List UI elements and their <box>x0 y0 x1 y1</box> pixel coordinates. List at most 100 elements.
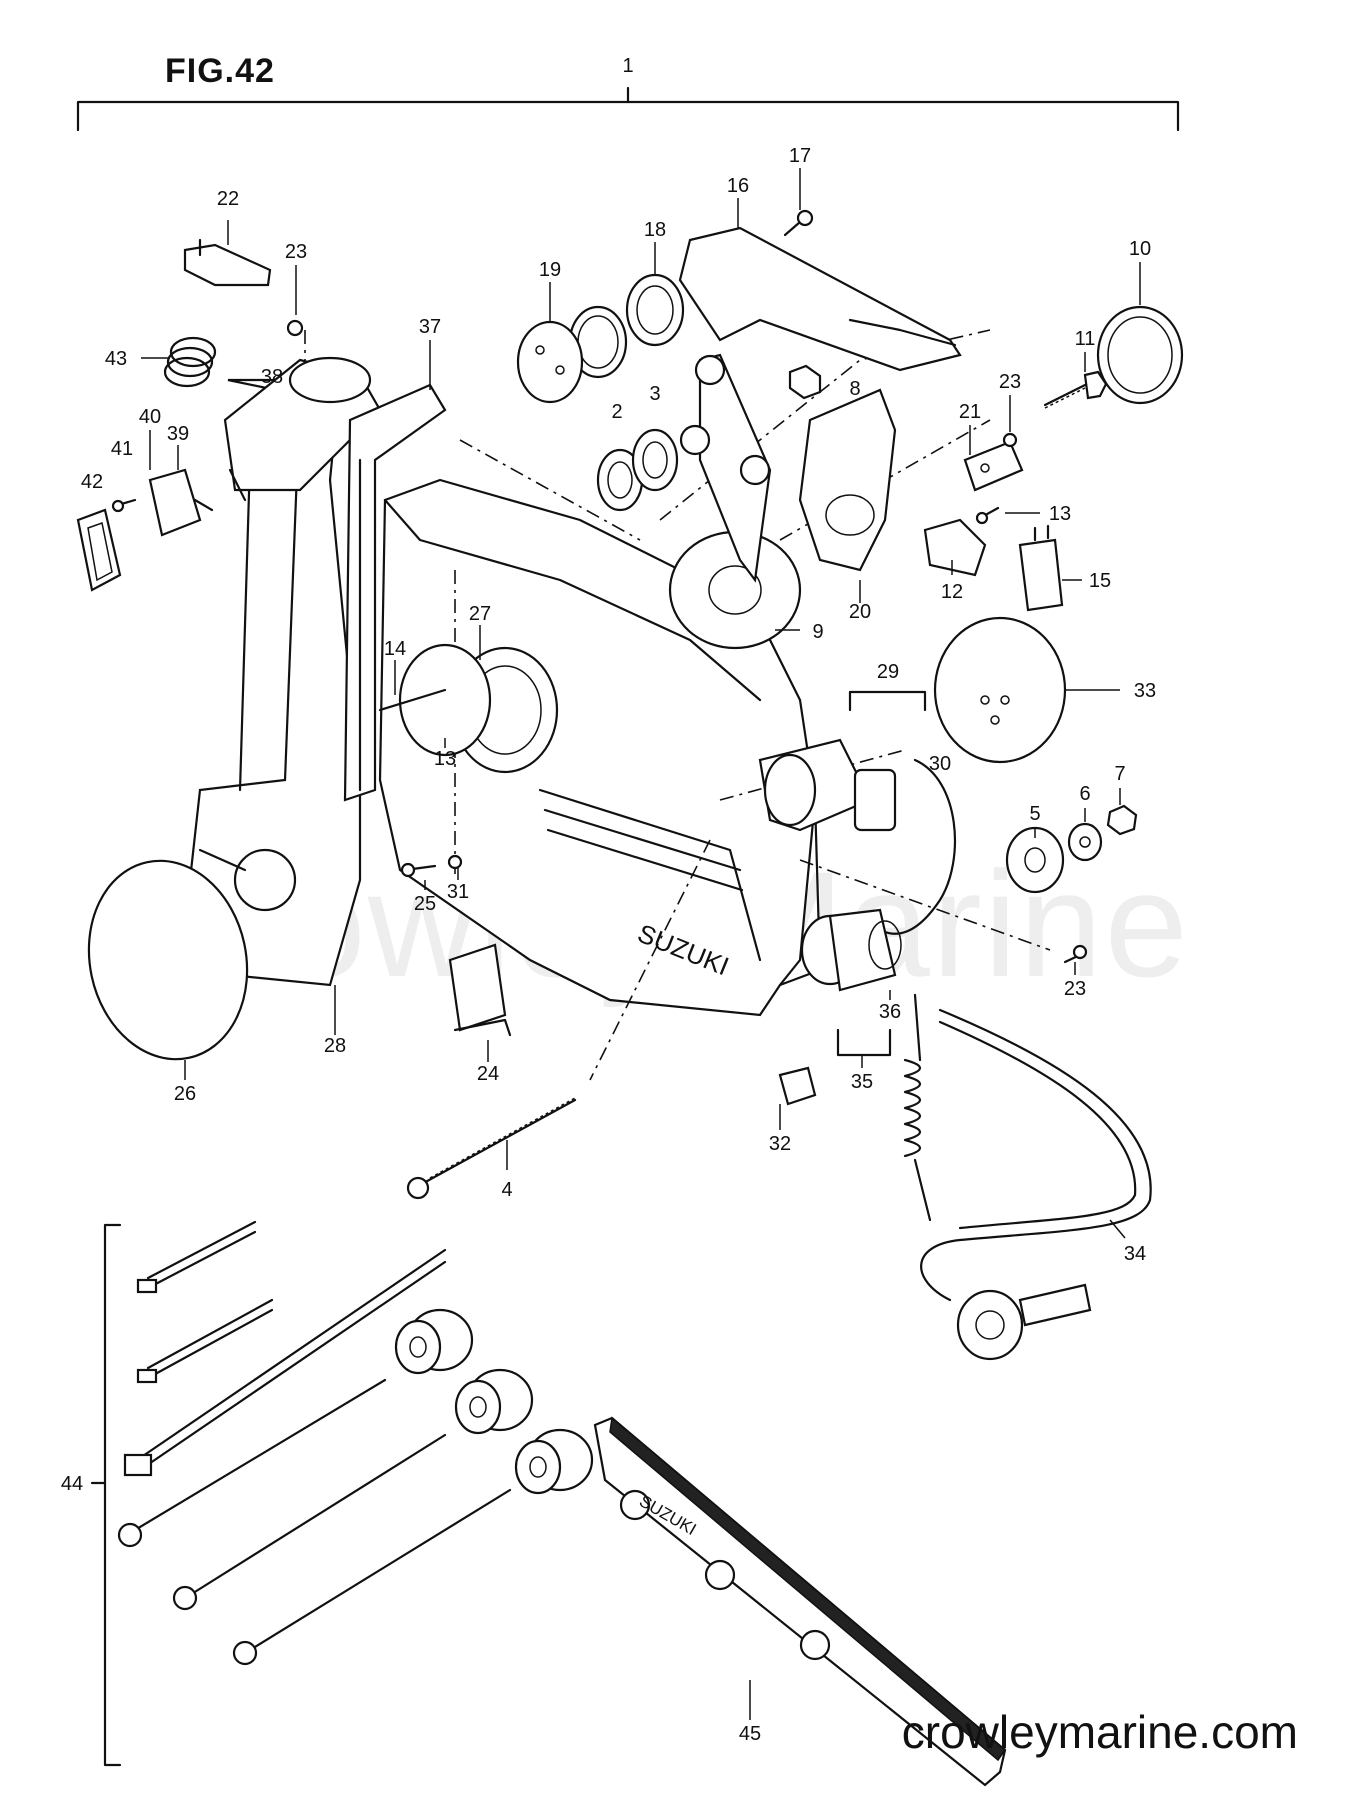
bolt-17 <box>783 209 814 237</box>
washer-18 <box>625 273 685 347</box>
callout-37: 37 <box>419 316 441 338</box>
link-arm <box>679 353 772 583</box>
cord-30 <box>878 758 956 935</box>
mount-bolt-3 <box>232 1488 512 1666</box>
nut-8 <box>788 364 822 400</box>
callout-36: 36 <box>879 1001 901 1023</box>
figure-title: FIG.42 <box>165 52 275 90</box>
washer-31 <box>447 854 463 870</box>
callout-24: 24 <box>477 1063 499 1085</box>
switch-15 <box>1018 524 1064 612</box>
callout-33: 33 <box>1134 680 1156 702</box>
spacer-1 <box>394 1308 474 1375</box>
plate-45: SUZUKI <box>593 1416 1007 1787</box>
screw-23-right <box>1063 944 1088 964</box>
lever-grip <box>223 356 382 502</box>
bracket-44 <box>103 1223 122 1767</box>
screw-25 <box>400 862 437 878</box>
callout-17: 17 <box>789 145 811 167</box>
spacer-3 <box>514 1428 594 1495</box>
callout-8: 8 <box>849 378 860 400</box>
cover-33 <box>933 616 1067 764</box>
spring-43 <box>163 336 217 388</box>
bracket-35-group <box>836 1028 892 1057</box>
callout-13-right: 13 <box>1049 503 1071 525</box>
callout-43: 43 <box>105 348 127 370</box>
bracket-24 <box>448 943 512 1037</box>
callout-14: 14 <box>384 638 406 660</box>
bracket-21 <box>963 440 1024 492</box>
clip-12 <box>923 518 987 577</box>
throttle-arm-20 <box>798 388 897 572</box>
bushing-3 <box>631 428 679 492</box>
callout-38: 38 <box>261 366 283 388</box>
mount-bolt-2 <box>172 1433 447 1611</box>
washer-23-left <box>286 319 304 337</box>
callout-18: 18 <box>644 219 666 241</box>
callout-11: 11 <box>1075 328 1096 350</box>
callout-23-left: 23 <box>285 241 307 263</box>
callout-12: 12 <box>941 581 963 603</box>
shift-pulley <box>378 643 559 774</box>
callout-22: 22 <box>217 188 239 210</box>
spacer-2 <box>454 1368 534 1435</box>
cable-tie-2 <box>136 1298 274 1384</box>
callout-23-top: 23 <box>999 371 1021 393</box>
callout-44: 44 <box>61 1473 83 1495</box>
assembly-bracket <box>76 86 1180 132</box>
throttle-handle-16 <box>678 226 962 372</box>
lanyard-coil <box>903 993 932 1222</box>
callout-42: 42 <box>81 471 103 493</box>
end-cover <box>87 848 249 1061</box>
cable-tie-1 <box>136 1220 257 1294</box>
callout-20: 20 <box>849 601 871 623</box>
knob-22 <box>183 238 272 287</box>
callout-23-bottom: 23 <box>1064 978 1086 1000</box>
bracket-29-group <box>848 690 927 712</box>
callout-labels: 1 2 3 4 5 6 7 8 9 10 11 12 13 13 14 15 1… <box>61 55 1156 1745</box>
website-text: crowleymarine.com <box>901 1706 1298 1758</box>
callout-21: 21 <box>959 401 981 423</box>
handle-arm <box>188 378 362 987</box>
callout-39: 39 <box>167 423 189 445</box>
callout-13-left: 13 <box>434 748 456 770</box>
callout-40: 40 <box>139 406 161 428</box>
connector-29 <box>758 738 897 832</box>
callout-19: 19 <box>539 259 561 281</box>
callout-27: 27 <box>469 603 491 625</box>
callout-3: 3 <box>649 383 660 405</box>
leader-lines <box>141 168 1141 1720</box>
long-screw-4 <box>406 1097 577 1200</box>
callout-31: 31 <box>447 881 469 903</box>
switch-35 <box>800 908 902 992</box>
callout-28: 28 <box>324 1035 346 1057</box>
callout-15: 15 <box>1089 570 1111 592</box>
bolt-11 <box>1043 370 1108 409</box>
callout-1: 1 <box>622 55 633 77</box>
cable-tie-3 <box>123 1248 447 1477</box>
callout-6: 6 <box>1079 783 1090 805</box>
screw-41 <box>111 498 137 513</box>
callout-10: 10 <box>1129 238 1151 260</box>
callout-7: 7 <box>1114 763 1125 785</box>
callout-35: 35 <box>851 1071 873 1093</box>
ring-10 <box>1096 305 1184 405</box>
callout-41: 41 <box>111 438 133 460</box>
callout-26: 26 <box>174 1083 196 1105</box>
plate-19 <box>516 320 584 404</box>
callout-5: 5 <box>1029 803 1040 825</box>
harness-34 <box>920 1008 1152 1361</box>
nut-7 <box>1106 804 1138 836</box>
cap-32 <box>778 1066 817 1106</box>
callout-2: 2 <box>611 401 622 423</box>
callout-34: 34 <box>1124 1243 1146 1265</box>
callout-29: 29 <box>877 661 899 683</box>
callout-25: 25 <box>414 893 436 915</box>
callout-45: 45 <box>739 1723 761 1745</box>
screw-13-right <box>975 506 1000 525</box>
mount-bolt-1 <box>117 1378 387 1548</box>
callout-4: 4 <box>501 1179 512 1201</box>
plate-42 <box>76 508 122 592</box>
callout-16: 16 <box>727 175 749 197</box>
